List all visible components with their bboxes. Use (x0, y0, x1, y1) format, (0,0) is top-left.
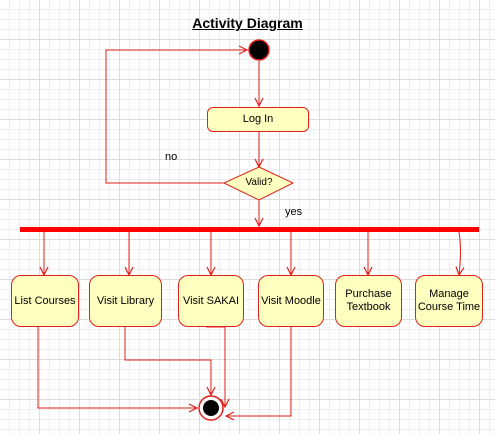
diagram-title: Activity Diagram (192, 15, 303, 31)
edge-no-loop (105, 50, 247, 184)
decision-label: Valid? (245, 177, 273, 188)
edge-visit-sakai-to-final (206, 326, 225, 407)
guard-yes-label: yes (285, 206, 303, 218)
initial-node[interactable] (248, 39, 270, 61)
edge-list-courses-to-final (37, 327, 197, 408)
activity-purchase-textbook[interactable]: Purchase Textbook (335, 275, 402, 327)
activity-manage-course-time[interactable]: Manage Course Time (415, 275, 483, 327)
final-node[interactable] (203, 400, 219, 416)
edge-fork-to-manage-course-time (459, 231, 461, 275)
activity-visit-sakai[interactable]: Visit SAKAI (178, 275, 244, 327)
activity-list-courses[interactable]: List Courses (11, 275, 79, 327)
edge-visit-library-to-final (124, 327, 211, 395)
guard-no-label: no (165, 151, 178, 163)
activity-visit-library[interactable]: Visit Library (89, 275, 162, 327)
activity-visit-moodle[interactable]: Visit Moodle (258, 275, 324, 327)
edge-visit-moodle-to-final (226, 327, 292, 416)
login-activity[interactable]: Log In (207, 107, 309, 132)
fork-bar[interactable] (20, 227, 479, 232)
